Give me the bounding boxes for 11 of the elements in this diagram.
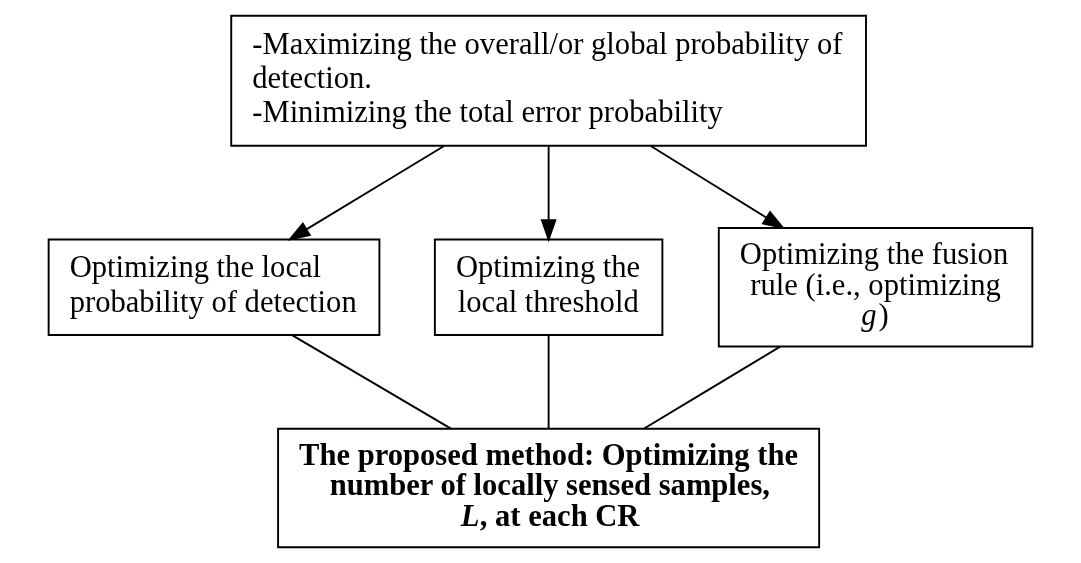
connector — [643, 345, 782, 430]
arrow — [540, 145, 557, 243]
node-box: Optimizing the local threshold — [433, 238, 664, 336]
node-box: -Maximizing the overall/or global probability of detection. -Minimizing the total error probability — [230, 14, 867, 147]
connector — [291, 334, 452, 430]
node-box: Optimizing the local probability of detection — [47, 238, 381, 336]
arrow — [287, 145, 445, 241]
connector — [547, 334, 550, 430]
node-box: Optimizing the fusion rule (i.e., optimizing g) — [717, 227, 1034, 348]
node-box: The proposed method: Optimizing the number of locally sensed samples, L, at each CR — [277, 427, 821, 549]
arrow — [650, 145, 786, 230]
